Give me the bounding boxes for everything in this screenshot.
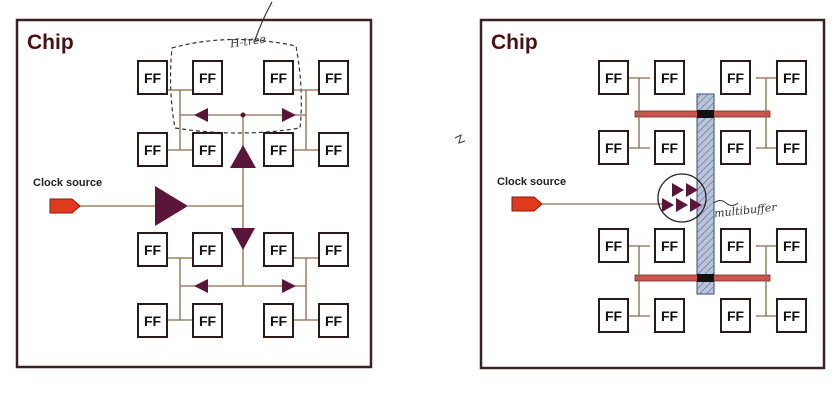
multibuffer-circle <box>657 173 707 223</box>
left-ff-r1c4: FF <box>318 60 349 95</box>
left-ff-r1c3: FF <box>263 60 294 95</box>
right-ff-r1c2: FF <box>654 60 685 95</box>
right-ff-r1c4: FF <box>776 60 807 95</box>
annotation-arrow-stroke <box>254 1 273 41</box>
left-ff-r3c2: FF <box>192 232 223 267</box>
upper-branch-buffer <box>230 145 256 168</box>
multibuffer-triangle-1 <box>672 183 684 197</box>
left-ff-r4c2: FF <box>192 303 223 338</box>
chip-boundary <box>15 18 373 369</box>
left-ff-r1c1: FF <box>137 60 168 95</box>
handwritten-mark <box>454 134 466 144</box>
right-ff-r3c2: FF <box>654 228 685 263</box>
right-ff-r3c3: FF <box>720 228 751 263</box>
upper-h-right-buffer <box>282 108 296 122</box>
right-ff-r1c1: FF <box>598 60 629 95</box>
clock-mesh-chip-diagram <box>454 18 826 370</box>
handwritten-scribble <box>713 200 739 206</box>
left-ff-r4c4: FF <box>318 303 349 338</box>
left-ff-r3c1: FF <box>137 232 168 267</box>
main-clock-buffer <box>155 186 188 226</box>
multibuffer-triangle-3 <box>662 198 674 212</box>
h-tree-annotation-outline <box>169 38 302 134</box>
lower-mesh-tap <box>697 274 714 282</box>
left-ff-r2c4: FF <box>318 132 349 167</box>
right-ff-r4c2: FF <box>654 298 685 333</box>
left-ff-r3c4: FF <box>318 232 349 267</box>
multibuffer-triangle-2 <box>686 183 698 197</box>
left-ff-r1c2: FF <box>192 60 223 95</box>
lower-h-right-buffer <box>282 279 296 293</box>
right-ff-r4c4: FF <box>776 298 807 333</box>
lower-h-left-buffer <box>194 279 208 293</box>
left-ff-r2c3: FF <box>263 132 294 167</box>
h-tree-chip-diagram <box>15 1 373 369</box>
lower-branch-buffer <box>231 228 255 250</box>
multibuffer-triangle-5 <box>690 198 702 212</box>
right-ff-r4c1: FF <box>598 298 629 333</box>
ff-connection-stubs <box>168 89 318 321</box>
right-ff-r1c3: FF <box>720 60 751 95</box>
right-ff-r2c3: FF <box>720 130 751 165</box>
left-ff-r3c3: FF <box>263 232 294 267</box>
upper-mesh-tap <box>697 110 714 118</box>
right-ff-r3c1: FF <box>598 228 629 263</box>
right-ff-r2c1: FF <box>598 130 629 165</box>
multibuffer-triangle-4 <box>676 198 688 212</box>
chip-boundary <box>479 18 826 370</box>
left-chip-title: Chip <box>27 31 74 54</box>
right-ff-r2c4: FF <box>776 130 807 165</box>
clock-source-symbol <box>49 198 81 214</box>
left-ff-r2c1: FF <box>137 132 168 167</box>
clock-source-symbol <box>511 196 543 212</box>
upper-h-junction <box>240 112 246 118</box>
right-chip-title: Chip <box>491 31 538 54</box>
left-ff-r4c1: FF <box>137 303 168 338</box>
right-ff-r3c4: FF <box>776 228 807 263</box>
right-ff-r2c2: FF <box>654 130 685 165</box>
left-ff-r2c2: FF <box>192 132 223 167</box>
right-ff-r4c3: FF <box>720 298 751 333</box>
left-ff-r4c3: FF <box>263 303 294 338</box>
right-clock-source-label: Clock source <box>497 176 567 188</box>
left-clock-source-label: Clock source <box>33 177 103 189</box>
upper-h-left-buffer <box>194 108 208 122</box>
ff-connection-stubs <box>629 77 776 317</box>
